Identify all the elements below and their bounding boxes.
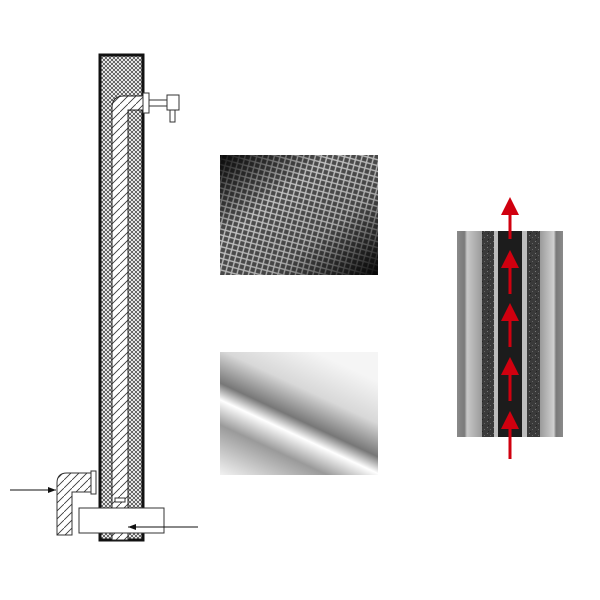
inner-pipe: [111, 95, 144, 541]
flow-arrows: [501, 197, 519, 459]
top-fitting: [142, 92, 180, 123]
braided-photo: [220, 155, 378, 275]
flow-arrow-icon: [501, 250, 519, 294]
flow-arrow-icon: [501, 197, 519, 239]
flow-arrow-icon: [501, 303, 519, 347]
section-drawing: [10, 53, 198, 542]
flow-arrow-icon: [501, 357, 519, 401]
bottom-inlet: [56, 470, 165, 536]
flow-arrow-icon: [501, 411, 519, 459]
flow-diagram: [457, 197, 563, 459]
polished-tube-photo: [220, 352, 378, 475]
